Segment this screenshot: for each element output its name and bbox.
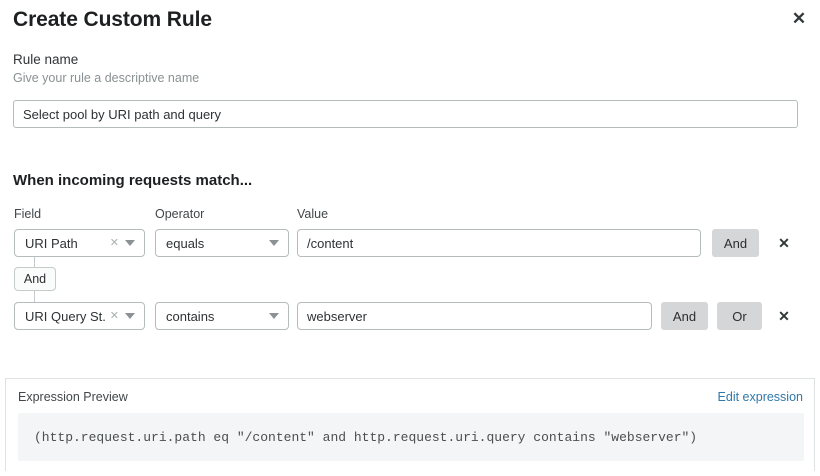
clear-x-icon[interactable]: ✕	[109, 236, 119, 249]
operator-select-1[interactable]: equals	[155, 229, 289, 257]
field-select-1-value: URI Path	[25, 235, 78, 251]
connector-line-bottom	[34, 290, 35, 302]
and-button-row-1[interactable]: And	[712, 229, 759, 257]
expression-preview-panel: Expression Preview Edit expression (http…	[5, 378, 815, 471]
rule-name-input[interactable]	[13, 100, 798, 128]
clear-x-icon[interactable]: ✕	[109, 309, 119, 322]
chevron-down-icon	[269, 313, 279, 319]
chevron-down-icon	[125, 313, 135, 319]
value-input-2[interactable]	[297, 302, 652, 330]
delete-condition-row-1[interactable]: ✕	[774, 233, 794, 253]
connector-and-badge[interactable]: And	[14, 267, 56, 291]
page-title: Create Custom Rule	[13, 8, 212, 31]
value-input-1[interactable]	[297, 229, 701, 257]
field-select-2[interactable]: URI Query St... ✕	[14, 302, 145, 330]
operator-select-1-value: equals	[166, 235, 205, 251]
field-select-2-value: URI Query St...	[25, 308, 106, 324]
rule-name-block: Rule name Give your rule a descriptive n…	[13, 51, 807, 86]
dialog-header: Create Custom Rule ✕	[0, 0, 820, 44]
connector-line-top	[34, 257, 35, 268]
and-button-row-2[interactable]: And	[661, 302, 708, 330]
column-header-field: Field	[14, 207, 42, 221]
rule-name-help-text: Give your rule a descriptive name	[13, 71, 200, 85]
column-header-value: Value	[297, 207, 329, 221]
operator-select-2-value: contains	[166, 308, 215, 324]
expression-preview-label: Expression Preview	[18, 390, 128, 404]
chevron-down-icon	[125, 240, 135, 246]
field-select-1[interactable]: URI Path ✕	[14, 229, 145, 257]
rule-name-label: Rule name	[13, 52, 79, 67]
operator-select-2[interactable]: contains	[155, 302, 289, 330]
delete-condition-row-2[interactable]: ✕	[774, 306, 794, 326]
close-icon[interactable]: ✕	[787, 6, 811, 30]
or-button-row-2[interactable]: Or	[717, 302, 762, 330]
chevron-down-icon	[269, 240, 279, 246]
column-header-operator: Operator	[155, 207, 205, 221]
edit-expression-link[interactable]: Edit expression	[717, 390, 803, 404]
expression-preview-code: (http.request.uri.path eq "/content" and…	[18, 413, 804, 461]
match-section-heading: When incoming requests match...	[13, 172, 253, 189]
